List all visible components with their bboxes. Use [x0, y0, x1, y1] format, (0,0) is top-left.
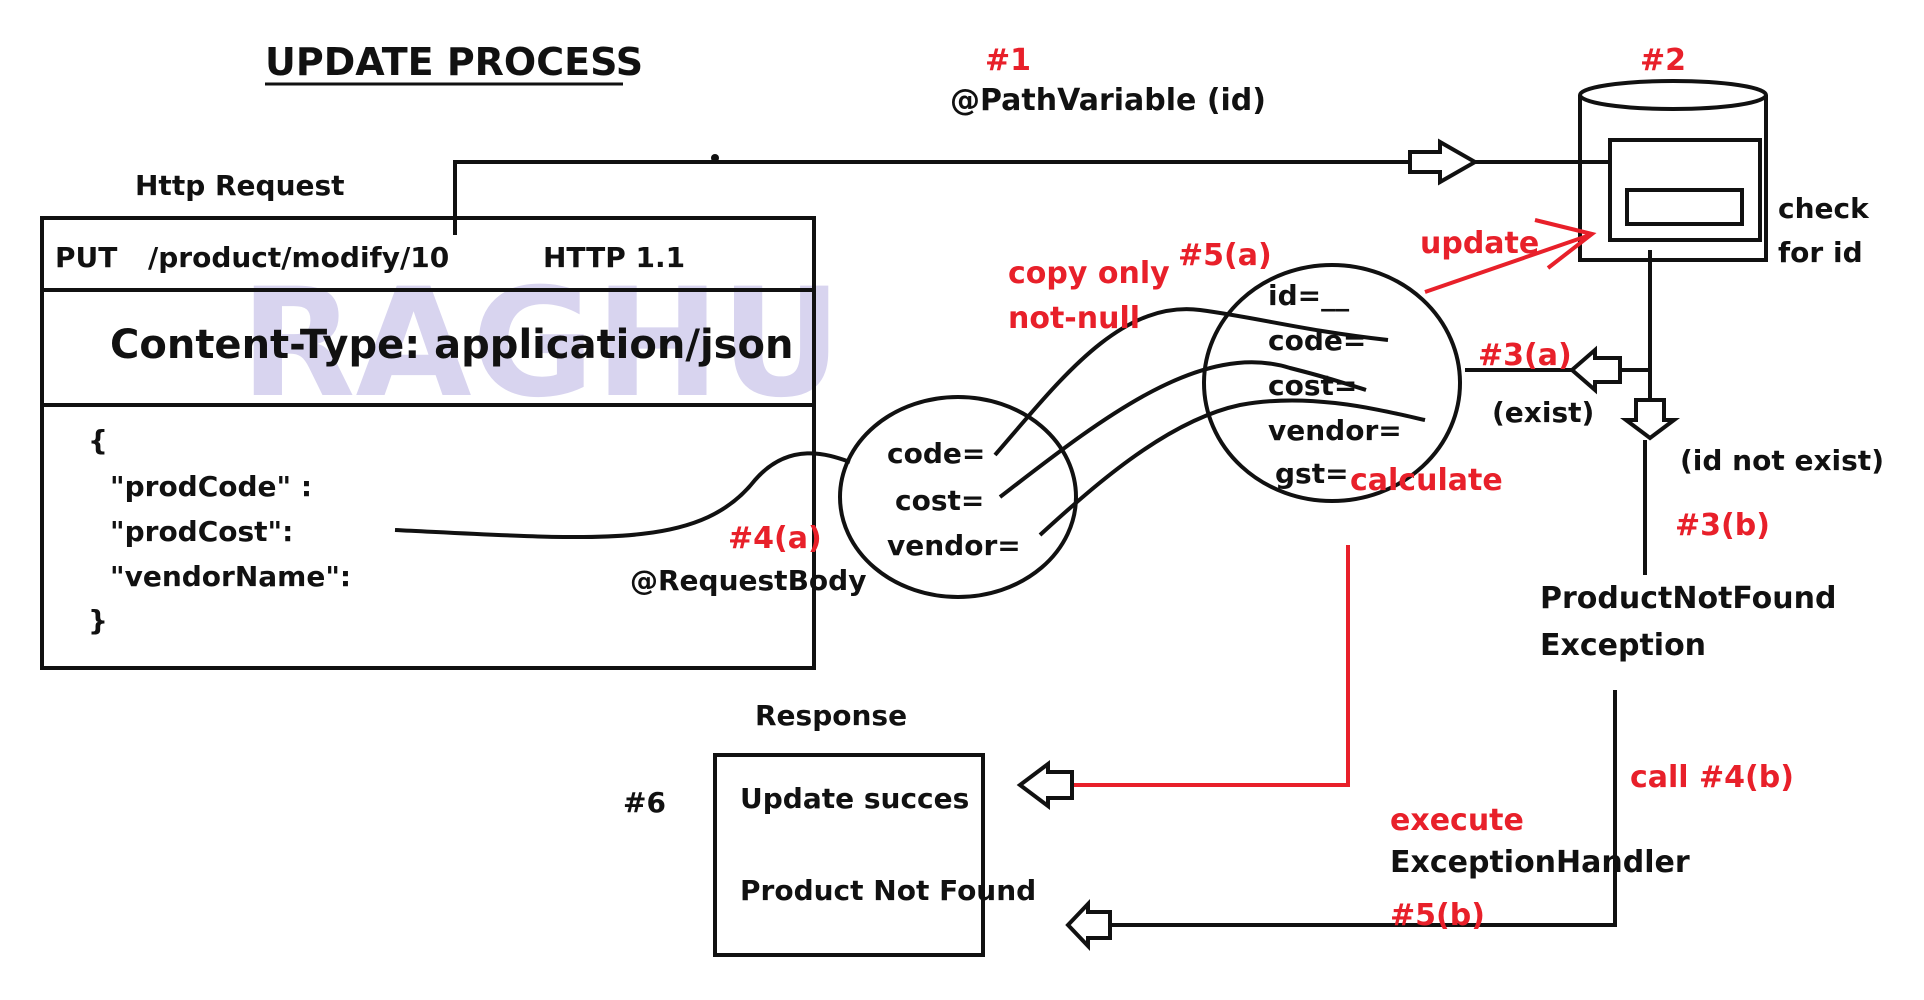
db-object-gst: gst= — [1275, 457, 1349, 490]
request-method: PUT — [55, 241, 117, 274]
check-for-id-line2: for id — [1778, 236, 1863, 269]
path-variable-connector — [453, 160, 1610, 235]
exist-label: (exist) — [1492, 396, 1594, 429]
path-variable-arrow-icon — [1408, 138, 1480, 186]
step-2-label: #2 — [1640, 43, 1686, 78]
step-5a-label: #5(a) — [1178, 238, 1272, 273]
db-object-id: id=__ — [1268, 279, 1349, 312]
response-box — [713, 753, 985, 957]
watermark-text: RAGHU — [240, 257, 842, 431]
request-body-curve — [394, 451, 851, 540]
update-arrow-line — [1424, 233, 1591, 294]
body-close-brace: } — [88, 604, 108, 637]
body-field-prodcost: "prodCost": — [110, 515, 293, 548]
step-3b-label: #3(b) — [1675, 508, 1770, 543]
step-4a-label: #4(a) — [728, 521, 822, 556]
execute-label: execute — [1390, 803, 1524, 838]
database-cylinder-body — [1578, 95, 1768, 262]
response-update-success: Update succes — [740, 782, 969, 815]
exception-label-line1: ProductNotFound — [1540, 581, 1836, 616]
id-not-exist-label: (id not exist) — [1680, 444, 1884, 477]
http-request-caption: Http Request — [135, 169, 345, 202]
update-label: update — [1420, 226, 1539, 261]
request-object-circle — [838, 395, 1078, 599]
copy-code-curve — [993, 307, 1389, 457]
http-request-box — [40, 216, 816, 670]
step-1-label: #1 — [985, 43, 1031, 78]
request-content-type: Content-Type: application/json — [110, 322, 793, 368]
exception-label-line2: Exception — [1540, 628, 1706, 663]
update-response-connector — [1072, 545, 1350, 787]
body-field-prodcode: "prodCode" : — [110, 470, 312, 503]
request-body-label: @RequestBody — [630, 564, 866, 597]
response-product-not-found: Product Not Found — [740, 874, 1036, 907]
request-path: /product/modify/10 — [148, 241, 449, 274]
body-open-brace: { — [88, 424, 108, 457]
update-arrow-icon — [1534, 218, 1597, 270]
database-cylinder-top — [1578, 79, 1768, 111]
exception-handler-label: ExceptionHandler — [1390, 845, 1690, 880]
copy-cost-curve — [998, 360, 1367, 499]
request-object-vendor: vendor= — [887, 529, 1021, 562]
db-object-circle — [1202, 263, 1462, 503]
call-4b-label: call #4(b) — [1630, 760, 1794, 795]
diagram-title: UPDATE PROCESS — [265, 40, 643, 84]
exception-response-arrow-icon — [1065, 899, 1112, 951]
request-version: HTTP 1.1 — [543, 241, 685, 274]
path-variable-label: @PathVariable (id) — [950, 83, 1266, 118]
check-for-id-line1: check — [1778, 192, 1870, 225]
step-3a-label: #3(a) — [1478, 338, 1572, 373]
body-field-vendorname: "vendorName": — [110, 560, 351, 593]
copy-note-line1: copy only — [1008, 256, 1170, 291]
database-id-field — [1625, 188, 1744, 226]
database-record-box — [1608, 138, 1762, 242]
request-object-cost: cost= — [895, 484, 984, 517]
db-object-vendor: vendor= — [1268, 414, 1402, 447]
request-object-code: code= — [887, 437, 985, 470]
exist-arrow-icon — [1568, 345, 1622, 395]
not-exist-arrow-icon — [1620, 398, 1680, 441]
copy-vendor-curve — [1038, 398, 1426, 537]
step-5b-label: #5(b) — [1390, 898, 1485, 933]
response-caption: Response — [755, 699, 907, 732]
copy-note-line2: not-null — [1008, 301, 1140, 336]
step-6-label: #6 — [623, 786, 666, 819]
exception-handler-connector — [1110, 690, 1617, 927]
calculate-label: calculate — [1350, 463, 1503, 498]
stray-dot — [711, 154, 719, 162]
update-response-arrow-icon — [1016, 760, 1074, 810]
